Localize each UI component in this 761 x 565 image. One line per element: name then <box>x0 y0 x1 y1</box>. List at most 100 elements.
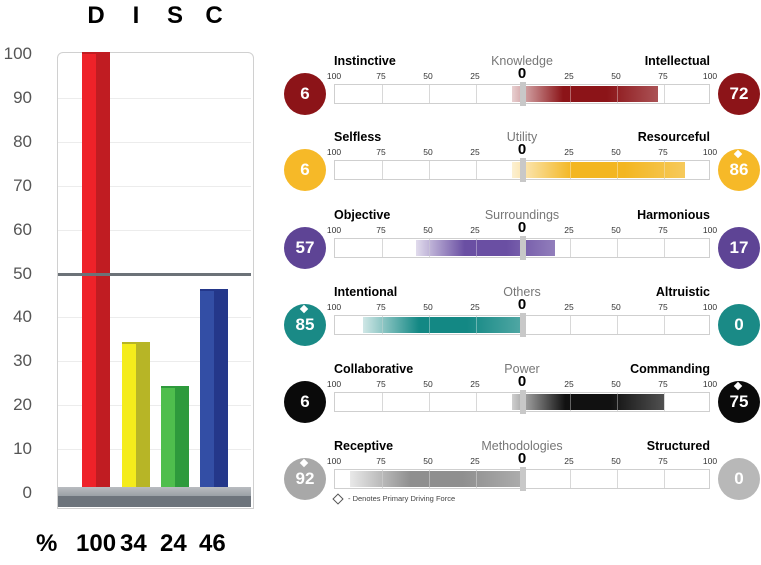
zero-marker <box>520 467 526 491</box>
scale-tick: 25 <box>564 147 574 157</box>
primary-diamond-icon <box>733 149 743 159</box>
scale-tick: 75 <box>376 456 386 466</box>
scale-track <box>334 158 710 182</box>
scale-tick: 50 <box>611 379 621 389</box>
scale-tick: 100 <box>702 302 718 312</box>
scale-tick: 75 <box>658 302 668 312</box>
primary-diamond-icon <box>299 304 309 314</box>
scale-tick: 50 <box>611 225 621 235</box>
center-label: Utility <box>506 130 538 144</box>
scale-tick: 25 <box>470 147 480 157</box>
scale-track <box>334 82 710 106</box>
value-fill <box>415 240 555 256</box>
scale-zero: 0 <box>517 450 527 467</box>
left-label: Collaborative <box>334 362 414 376</box>
scale-tick: 50 <box>423 225 433 235</box>
scale-tick: 75 <box>658 456 668 466</box>
scale-tick: 50 <box>423 456 433 466</box>
percent-label: % <box>36 530 58 557</box>
zero-marker <box>520 158 526 182</box>
gridline <box>58 229 251 231</box>
scale-tick: 100 <box>702 379 718 389</box>
gridline <box>58 449 251 451</box>
scale-zero: 0 <box>517 65 527 82</box>
left-label: Instinctive <box>334 54 396 68</box>
scale-tick: 25 <box>470 302 480 312</box>
y-tick-label: 30 <box>13 351 32 371</box>
zero-marker <box>520 390 526 414</box>
scale-tick: 50 <box>611 302 621 312</box>
scale-tick: 75 <box>658 379 668 389</box>
scale-tick: 25 <box>564 71 574 81</box>
right-score-circle: 0 <box>718 304 760 346</box>
scale-zero: 0 <box>517 219 527 236</box>
right-label: Intellectual <box>644 54 710 68</box>
scale-track <box>334 313 710 337</box>
center-label: Surroundings <box>484 208 560 222</box>
scale-tick: 25 <box>564 379 574 389</box>
y-tick-label: 90 <box>13 87 32 107</box>
right-score-circle: 0 <box>718 458 760 500</box>
right-label: Commanding <box>630 362 710 376</box>
scale-tick: 100 <box>702 147 718 157</box>
left-label: Selfless <box>334 130 382 144</box>
right-score-circle: 72 <box>718 73 760 115</box>
scale-tick: 25 <box>470 71 480 81</box>
value-fill <box>511 394 664 410</box>
scale-tick: 100 <box>702 225 718 235</box>
y-tick-label: 80 <box>13 131 32 151</box>
scale-tick: 75 <box>658 147 668 157</box>
disc-letter-i: I <box>132 2 140 29</box>
scale-tick: 75 <box>658 225 668 235</box>
disc-letter-s: S <box>166 2 183 29</box>
left-score-circle: 57 <box>284 227 326 269</box>
scale-tick: 100 <box>702 71 718 81</box>
right-score-circle: 75 <box>718 381 760 423</box>
scale-tick: 25 <box>564 302 574 312</box>
reference-line-50 <box>58 272 251 276</box>
left-score-circle: 6 <box>284 149 326 191</box>
legend-note-text: - Denotes Primary Driving Force <box>348 494 456 503</box>
scale-tick: 100 <box>326 456 342 466</box>
zero-marker <box>520 313 526 337</box>
scale-tick: 50 <box>611 456 621 466</box>
right-label: Harmonious <box>637 208 710 222</box>
scale-tick: 100 <box>326 147 342 157</box>
value-fill <box>350 471 523 487</box>
scale-zero: 0 <box>517 141 527 158</box>
bar-s <box>161 385 189 493</box>
left-label: Objective <box>334 208 391 222</box>
value-label-i: 34 <box>120 530 147 557</box>
gridline <box>58 405 251 407</box>
scale-tick: 25 <box>564 456 574 466</box>
scale-tick: 75 <box>376 302 386 312</box>
y-tick-label: 10 <box>13 439 32 459</box>
scale-track <box>334 236 710 260</box>
scale-tick: 50 <box>423 302 433 312</box>
gridline <box>58 185 251 187</box>
value-label-c: 46 <box>199 530 226 557</box>
left-label: Receptive <box>334 439 394 453</box>
scale-tick: 50 <box>611 71 621 81</box>
right-label: Structured <box>646 439 710 453</box>
legend-note: - Denotes Primary Driving Force <box>332 492 456 505</box>
zero-marker <box>520 82 526 106</box>
right-label: Altruistic <box>655 285 710 299</box>
left-label: Intentional <box>334 285 398 299</box>
scale-tick: 75 <box>376 379 386 389</box>
scale-tick: 25 <box>470 456 480 466</box>
primary-diamond-icon <box>299 458 309 468</box>
scale-tick: 25 <box>564 225 574 235</box>
diamond-icon <box>332 492 344 505</box>
gridline <box>58 141 251 143</box>
scale-tick: 25 <box>470 379 480 389</box>
scale-tick: 50 <box>423 147 433 157</box>
value-fill <box>511 162 685 178</box>
right-label: Resourceful <box>637 130 710 144</box>
y-tick-label: 60 <box>13 219 32 239</box>
gridline <box>58 97 251 99</box>
scale-tick: 75 <box>376 71 386 81</box>
scale-track <box>334 390 710 414</box>
disc-letter-d: D <box>87 2 105 29</box>
scale-track <box>334 467 710 491</box>
